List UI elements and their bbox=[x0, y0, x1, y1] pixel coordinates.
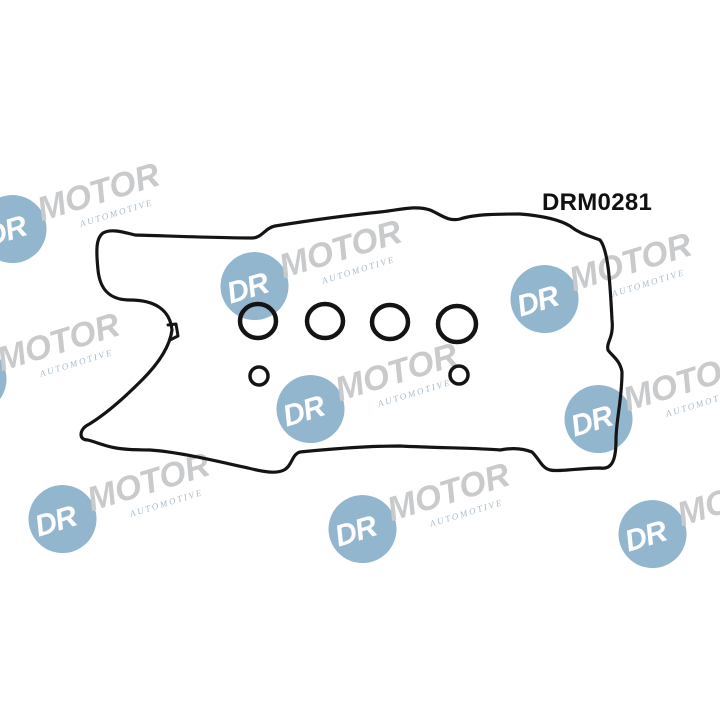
valve-cover-gasket bbox=[79, 206, 624, 474]
o-ring-small bbox=[448, 364, 470, 386]
part-number-label: DRM0281 bbox=[542, 189, 653, 216]
o-ring-small bbox=[248, 365, 270, 387]
o-ring-large bbox=[237, 301, 279, 341]
o-ring-large bbox=[435, 303, 479, 345]
o-ring-large bbox=[304, 301, 346, 341]
gasket-tab bbox=[166, 322, 180, 342]
o-ring-large bbox=[369, 302, 411, 342]
